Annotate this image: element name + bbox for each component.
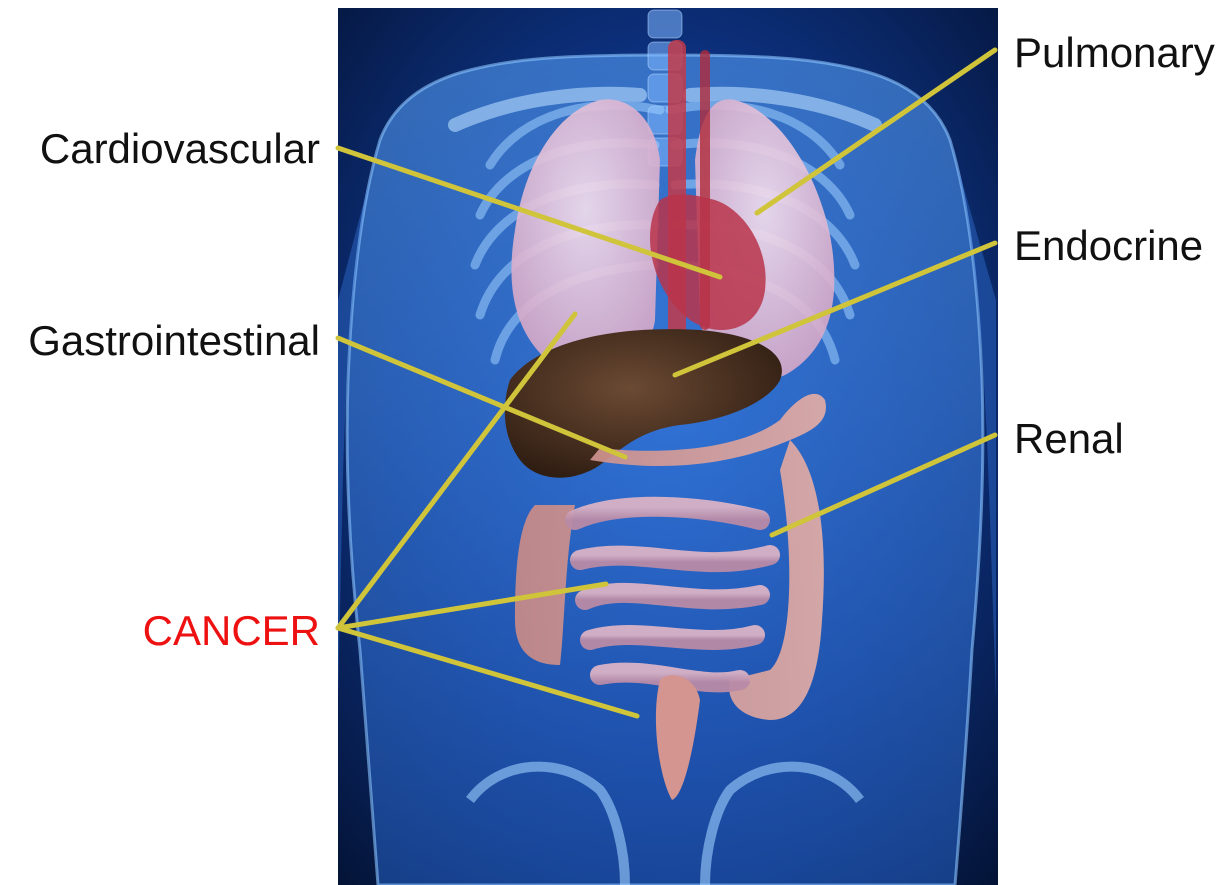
label-renal: Renal xyxy=(1014,418,1124,460)
label-cardiovascular: Cardiovascular xyxy=(40,128,320,170)
label-cancer: CANCER xyxy=(143,610,320,652)
label-endocrine: Endocrine xyxy=(1014,225,1203,267)
body-illustration xyxy=(338,10,996,885)
label-pulmonary: Pulmonary xyxy=(1014,32,1215,74)
label-gastrointestinal: Gastrointestinal xyxy=(28,320,320,362)
